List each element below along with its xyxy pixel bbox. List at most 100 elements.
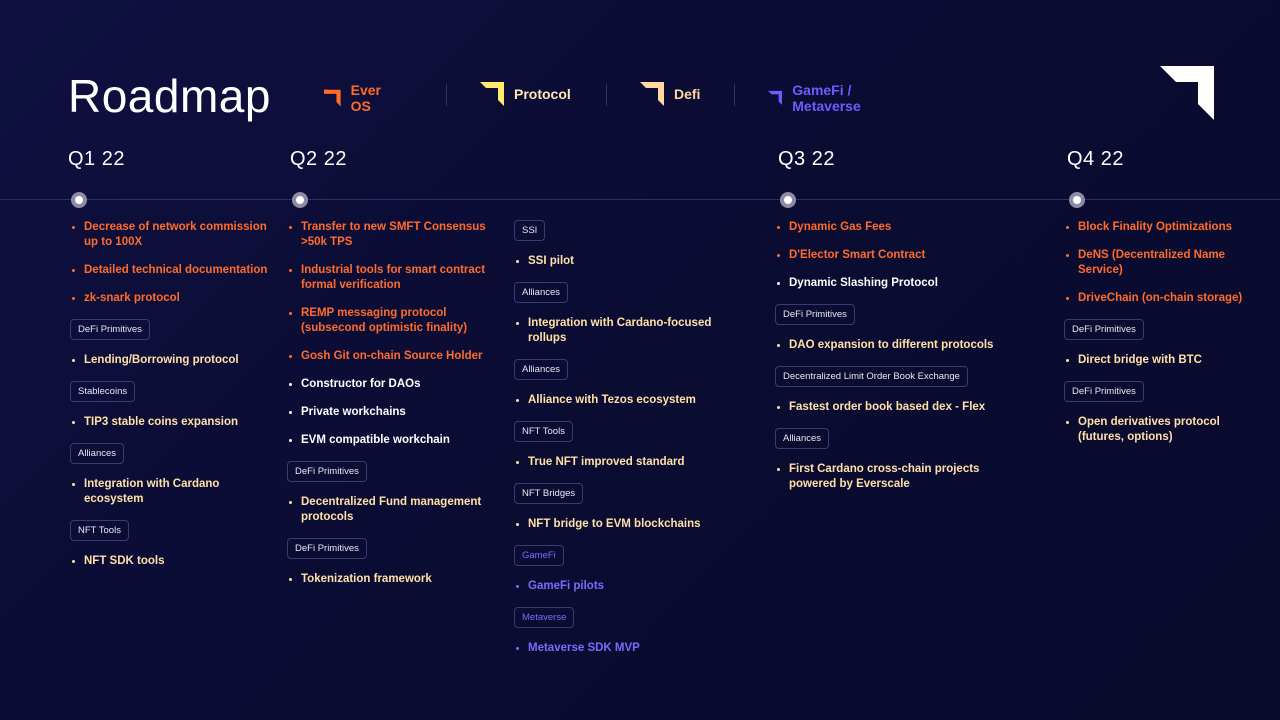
roadmap-item: NFT SDK tools <box>70 554 270 569</box>
roadmap-item: Open derivatives protocol (futures, opti… <box>1064 415 1254 445</box>
category-tag-row: DeFi Primitives <box>287 461 502 495</box>
timeline-dot-q4 <box>1069 192 1085 208</box>
legend-ever-os: Ever OS <box>324 82 388 114</box>
legend-gamefi: GameFi / Metaverse <box>768 82 870 114</box>
category-tag: DeFi Primitives <box>287 538 367 559</box>
category-tag: NFT Tools <box>514 421 573 442</box>
roadmap-item: Integration with Cardano-focused rollups <box>514 316 729 346</box>
category-tag-row: Decentralized Limit Order Book Exchange <box>775 366 1015 400</box>
category-tag-row: Alliances <box>514 359 729 393</box>
category-tag-row: NFT Tools <box>70 520 270 554</box>
category-tag: Alliances <box>70 443 125 464</box>
category-tag-row: DeFi Primitives <box>775 304 1015 338</box>
legend-label: GameFi / Metaverse <box>792 82 861 114</box>
category-tag: Alliances <box>514 359 569 380</box>
category-tag: DeFi Primitives <box>775 304 855 325</box>
category-tag-row: Alliances <box>775 428 1015 462</box>
quarter-label-q2: Q2 22 <box>290 148 347 170</box>
timeline-dot-q3 <box>780 192 796 208</box>
protocol-arrow-icon <box>480 82 504 106</box>
ever-os-arrow-icon <box>324 89 341 107</box>
category-tag-row: GameFi <box>514 545 729 579</box>
roadmap-item: EVM compatible workchain <box>287 433 502 448</box>
roadmap-item: Dynamic Gas Fees <box>775 220 1015 235</box>
timeline-line <box>0 199 1280 200</box>
category-tag-row: Alliances <box>514 282 729 316</box>
roadmap-item: NFT bridge to EVM blockchains <box>514 517 729 532</box>
roadmap-item: Integration with Cardano ecosystem <box>70 477 270 507</box>
roadmap-item: Block Finality Optimizations <box>1064 220 1254 235</box>
roadmap-item: D'Elector Smart Contract <box>775 248 1015 263</box>
category-tag: Decentralized Limit Order Book Exchange <box>775 366 968 387</box>
legend-label: Ever OS <box>350 82 381 114</box>
category-tag: NFT Bridges <box>514 483 584 504</box>
column-q1: Decrease of network commission up to 100… <box>70 220 270 582</box>
category-tag: SSI <box>514 220 546 241</box>
category-tag-row: Alliances <box>70 443 270 477</box>
legend-protocol: Protocol <box>480 82 571 106</box>
timeline-dot-q1 <box>71 192 87 208</box>
category-tag-row: DeFi Primitives <box>1064 319 1254 353</box>
defi-arrow-icon <box>640 82 664 106</box>
roadmap-item: zk-snark protocol <box>70 291 270 306</box>
category-tag: Alliances <box>514 282 569 303</box>
category-tag: DeFi Primitives <box>1064 381 1144 402</box>
legend-defi: Defi <box>640 82 700 106</box>
roadmap-item: Alliance with Tezos ecosystem <box>514 393 729 408</box>
roadmap-item: Decentralized Fund management protocols <box>287 495 502 525</box>
roadmap-item: Transfer to new SMFT Consensus >50k TPS <box>287 220 502 250</box>
legend-label: Defi <box>674 86 701 102</box>
roadmap-item: Fastest order book based dex - Flex <box>775 400 1015 415</box>
roadmap-item: Decrease of network commission up to 100… <box>70 220 270 250</box>
roadmap-item: DeNS (Decentralized Name Service) <box>1064 248 1254 278</box>
roadmap-item: Dynamic Slashing Protocol <box>775 276 1015 291</box>
roadmap-item: Tokenization framework <box>287 572 502 587</box>
quarter-label-q4: Q4 22 <box>1067 148 1124 170</box>
roadmap-item: REMP messaging protocol (subsecond optim… <box>287 306 502 336</box>
gamefi-arrow-icon <box>768 90 783 106</box>
roadmap-item: DAO expansion to different protocols <box>775 338 1015 353</box>
roadmap-item: GameFi pilots <box>514 579 729 594</box>
category-tag-row: Stablecoins <box>70 381 270 415</box>
legend-divider <box>606 84 607 106</box>
roadmap-item: Constructor for DAOs <box>287 377 502 392</box>
quarter-label-q1: Q1 22 <box>68 148 125 170</box>
category-tag: Alliances <box>775 428 830 449</box>
category-tag: DeFi Primitives <box>70 319 150 340</box>
category-tag: GameFi <box>514 545 564 566</box>
legend-label: Protocol <box>514 86 571 102</box>
roadmap-item: SSI pilot <box>514 254 729 269</box>
category-tag-row: DeFi Primitives <box>287 538 502 572</box>
legend-divider <box>446 84 447 106</box>
category-tag-row: NFT Tools <box>514 421 729 455</box>
roadmap-item: Industrial tools for smart contract form… <box>287 263 502 293</box>
roadmap-item: Lending/Borrowing protocol <box>70 353 270 368</box>
category-tag: Metaverse <box>514 607 575 628</box>
roadmap-item: First Cardano cross-chain projects power… <box>775 462 1015 492</box>
roadmap-item: TIP3 stable coins expansion <box>70 415 270 430</box>
timeline-dot-q2 <box>292 192 308 208</box>
roadmap-item: DriveChain (on-chain storage) <box>1064 291 1254 306</box>
roadmap-item: Private workchains <box>287 405 502 420</box>
page-title: Roadmap <box>68 70 271 122</box>
roadmap-item: Gosh Git on-chain Source Holder <box>287 349 502 364</box>
column-q2-left: Transfer to new SMFT Consensus >50k TPS I… <box>287 220 502 600</box>
category-tag: DeFi Primitives <box>287 461 367 482</box>
category-tag: NFT Tools <box>70 520 129 541</box>
brand-logo-icon <box>1160 66 1214 120</box>
category-tag: Stablecoins <box>70 381 136 402</box>
category-tag-row: SSI <box>514 220 729 254</box>
legend-divider <box>734 84 735 106</box>
roadmap-item: Direct bridge with BTC <box>1064 353 1254 368</box>
category-tag-row: DeFi Primitives <box>70 319 270 353</box>
category-tag: DeFi Primitives <box>1064 319 1144 340</box>
category-tag-row: NFT Bridges <box>514 483 729 517</box>
roadmap-item: Detailed technical documentation <box>70 263 270 278</box>
quarter-label-q3: Q3 22 <box>778 148 835 170</box>
roadmap-item: True NFT improved standard <box>514 455 729 470</box>
category-tag-row: Metaverse <box>514 607 729 641</box>
category-tag-row: DeFi Primitives <box>1064 381 1254 415</box>
